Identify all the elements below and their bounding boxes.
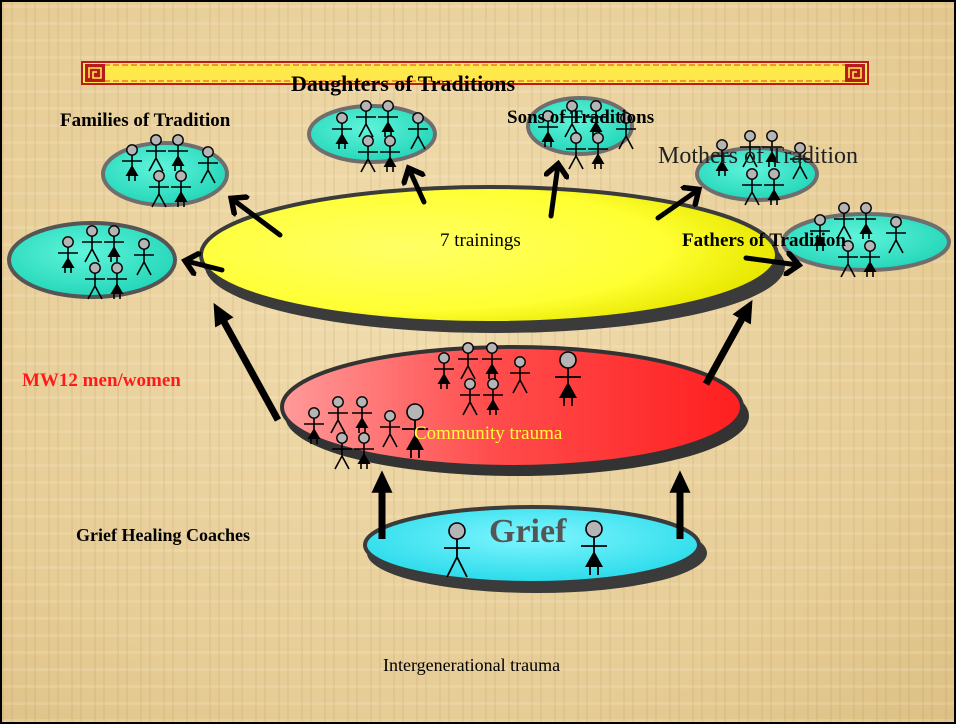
arrow-icon [702, 299, 753, 386]
label-fathers-of-tradition: Fathers of Tradition [682, 230, 846, 251]
label-families-of-tradition: Families of Tradition [60, 110, 231, 131]
ellipse-left [7, 221, 177, 299]
arrow-icon [655, 190, 698, 221]
title-banner [81, 61, 869, 85]
upward-arrows [213, 299, 753, 539]
arrow-icon [551, 165, 558, 219]
meander-corner-icon [85, 64, 105, 82]
arrow-icon [743, 258, 798, 265]
outgoing-arrows [186, 165, 798, 270]
grief-ellipse [363, 505, 701, 585]
label-7-trainings: 7 trainings [440, 230, 521, 251]
label-mothers-of-tradition: Mothers of Tradition [658, 143, 859, 169]
community-trauma-ellipse [280, 345, 744, 469]
label-intergenerational-trauma: Intergenerational trauma [383, 655, 561, 675]
arrow-icon [186, 261, 225, 270]
arrow-icon [232, 199, 283, 238]
arrow-icon [213, 302, 282, 422]
label-grief: Grief [489, 513, 567, 550]
banner-title: Daughters of Traditions [291, 71, 516, 96]
label-sons-of-traditions: Sons of Traditions [507, 107, 655, 128]
label-community-trauma: Community trauma [414, 423, 563, 444]
ellipse-sons [526, 96, 634, 156]
label-mw12-men-women: MW12 men/women [22, 370, 181, 391]
label-grief-healing-coaches: Grief Healing Coaches [76, 525, 250, 545]
meander-corner-icon [845, 64, 865, 82]
trainings-ellipse [199, 185, 779, 325]
arrow-icon [409, 169, 427, 205]
